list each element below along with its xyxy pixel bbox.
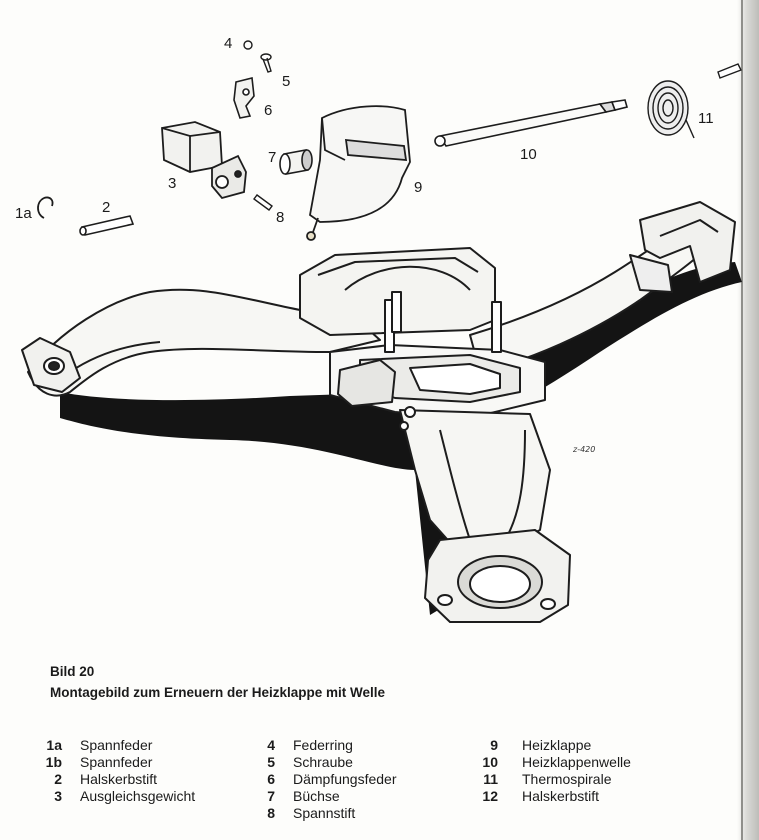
- legend-row: 1b Spannfeder: [38, 754, 195, 771]
- part-12-pin: [717, 63, 742, 79]
- legend-row: 1a Spannfeder: [38, 737, 195, 754]
- callout-1a: 1a: [15, 205, 32, 222]
- legend-number: 9: [490, 737, 498, 753]
- part-4-spring-washer: [243, 40, 253, 50]
- callout-5: 5: [282, 73, 290, 90]
- callout-9: 9: [414, 179, 422, 196]
- legend-number: 7: [267, 788, 275, 804]
- legend-row: 3 Ausgleichsgewicht: [38, 788, 195, 805]
- part-11-thermo-spiral: [647, 80, 695, 139]
- part-5-screw: [260, 53, 272, 73]
- legend-number: 2: [54, 771, 62, 787]
- legend-label: Dämpfungsfeder: [293, 771, 397, 787]
- legend-number: 11: [483, 771, 498, 787]
- legend-number: 5: [267, 754, 275, 770]
- legend-number: 1a: [46, 737, 62, 753]
- legend-label: Büchse: [293, 788, 340, 804]
- part-7-bushing: [279, 149, 313, 175]
- legend-row: 2 Halskerbstift: [38, 771, 195, 788]
- callout-8: 8: [276, 209, 284, 226]
- part-10-shaft: [434, 99, 628, 147]
- exploded-view-drawing: 1a 2 3 4 5 6 7 8 9 10 11 z-420: [15, 35, 742, 623]
- legend-label: Heizklappenwelle: [522, 754, 631, 770]
- legend-row: 9 Heizklappe: [458, 737, 631, 754]
- figure-caption: Bild 20 Montagebild zum Erneuern der Hei…: [50, 663, 385, 701]
- legend-label: Halskerbstift: [522, 788, 600, 804]
- legend-column-3: 9 Heizklappe 10 Heizklappenwelle 11 Thermos…: [458, 737, 631, 805]
- callout-2: 2: [102, 199, 110, 216]
- callout-10: 10: [520, 146, 537, 163]
- legend-number: 6: [267, 771, 275, 787]
- legend-number: 10: [482, 754, 498, 770]
- legend-label: Federring: [293, 737, 353, 753]
- page-edge-line: [741, 0, 743, 840]
- part-1a-tension-spring: [37, 196, 54, 219]
- legend-row: 7 Büchse: [251, 788, 397, 805]
- legend-row: 8 Spannstift: [251, 805, 397, 822]
- callout-11: 11: [698, 110, 714, 127]
- legend-number: 8: [267, 805, 275, 821]
- legend-label: Schraube: [293, 754, 353, 770]
- legend-label: Heizklappe: [522, 737, 592, 753]
- part-3-balance-weight: [161, 121, 247, 200]
- legend-number: 4: [267, 737, 275, 753]
- legend-label: Ausgleichsgewicht: [80, 788, 196, 804]
- part-8-roll-pin: [253, 194, 273, 211]
- legend-row: 5 Schraube: [251, 754, 397, 771]
- legend-row: 11 Thermospirale: [458, 771, 631, 788]
- legend-column-2: 4 Federring 5 Schraube 6 Dämpfungsfeder 7 Bü…: [251, 737, 397, 822]
- manifold: [21, 201, 742, 623]
- legend-label: Spannstift: [293, 805, 356, 821]
- part-2-grooved-pin: [79, 215, 135, 236]
- legend-number: 1b: [45, 754, 62, 770]
- legend-number: 12: [482, 788, 498, 804]
- legend-number: 3: [54, 788, 62, 804]
- part-6-damper-spring: [233, 77, 255, 119]
- legend-row: 6 Dämpfungsfeder: [251, 771, 397, 788]
- legend-label: Halskerbstift: [80, 771, 158, 787]
- part-9-heater-flap: [306, 105, 411, 241]
- legend-row: 10 Heizklappenwelle: [458, 754, 631, 771]
- legend-label: Spannfeder: [80, 737, 153, 753]
- callout-4: 4: [224, 35, 232, 52]
- figure-title: Montagebild zum Erneuern der Heizklappe …: [50, 685, 386, 700]
- legend-row: 12 Halskerbstift: [458, 788, 631, 805]
- figure-number: Bild 20: [50, 664, 95, 679]
- callout-3: 3: [168, 175, 176, 192]
- legend-label: Thermospirale: [522, 771, 612, 787]
- legend-label: Spannfeder: [80, 754, 153, 770]
- callout-7: 7: [268, 149, 276, 166]
- drawing-code: z-420: [572, 445, 595, 454]
- legend-row: 4 Federring: [251, 737, 397, 754]
- callout-6: 6: [264, 102, 272, 119]
